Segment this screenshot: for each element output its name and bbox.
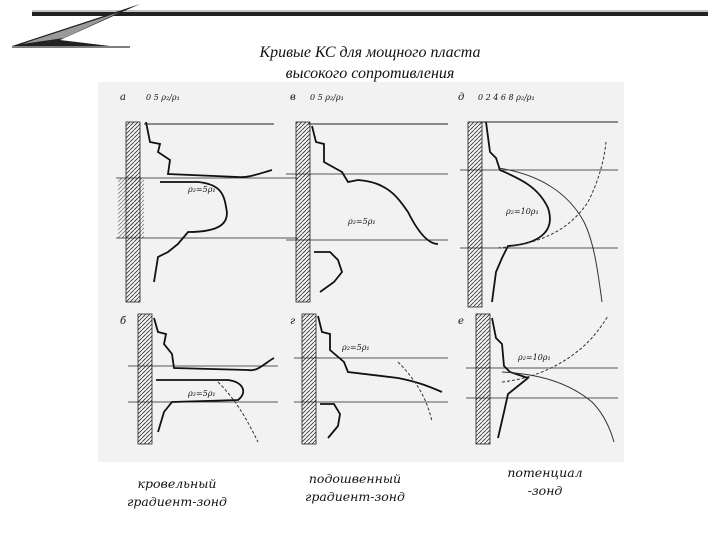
panel-b: б ρ₂=5ρ₁ bbox=[120, 313, 278, 445]
panel-v: в 0 5 ρ₂/ρ₁ ρ₂=5ρ₁ bbox=[286, 92, 448, 303]
panel-a: а 0 5 ρ₂/ρ₁ ρ₂=5ρ₁ bbox=[116, 92, 298, 303]
panel-letter: е bbox=[458, 316, 464, 327]
panel-letter: б bbox=[120, 316, 127, 327]
curves-drawing: а 0 5 ρ₂/ρ₁ ρ₂=5ρ₁ в 0 5 ρ₂/ρ₁ ρ₂=5ρ₁ д bbox=[116, 92, 618, 445]
caption-line: подошвенный bbox=[308, 471, 402, 486]
panel-letter: в bbox=[290, 92, 296, 103]
caption-line: -зонд bbox=[527, 483, 563, 498]
title-line-1: Кривые КС для мощного пласта bbox=[259, 44, 481, 61]
caption-line: градиент-зонд bbox=[127, 494, 227, 509]
panel-letter: а bbox=[120, 92, 126, 103]
panel-scale: 0 5 ρ₂/ρ₁ bbox=[310, 93, 344, 102]
slide-title: Кривые КС для мощного пласта высокого со… bbox=[170, 42, 570, 84]
panel-rho: ρ₂=5ρ₁ bbox=[347, 217, 376, 226]
caption-line: градиент-зонд bbox=[305, 489, 405, 504]
panel-letter: д bbox=[458, 92, 464, 103]
title-line-2: высокого сопротивления bbox=[285, 65, 455, 82]
panel-letter: г bbox=[290, 316, 295, 327]
caption-bottom-gradient: подошвенный градиент-зонд bbox=[290, 470, 420, 506]
panel-rho: ρ₂=10ρ₁ bbox=[505, 207, 539, 216]
swoosh-logo bbox=[12, 4, 708, 48]
panel-rho: ρ₂=10ρ₁ bbox=[517, 353, 551, 362]
caption-potential-probe: потенциал -зонд bbox=[480, 464, 610, 500]
panel-e: е ρ₂=10ρ₁ bbox=[458, 313, 618, 445]
caption-line: кровельный bbox=[137, 476, 217, 491]
panel-rho: ρ₂=5ρ₁ bbox=[341, 343, 370, 352]
panel-rho: ρ₂=5ρ₁ bbox=[187, 389, 216, 398]
panel-d: д 0 2 4 6 8 ρ₂/ρ₁ ρ₂=10ρ₁ bbox=[458, 92, 618, 308]
panel-g: г ρ₂=5ρ₁ bbox=[290, 313, 448, 445]
panel-scale: 0 2 4 6 8 ρ₂/ρ₁ bbox=[478, 93, 535, 102]
panel-rho: ρ₂=5ρ₁ bbox=[187, 185, 216, 194]
caption-line: потенциал bbox=[507, 465, 583, 480]
caption-roof-gradient: кровельный градиент-зонд bbox=[112, 475, 242, 511]
panel-scale: 0 5 ρ₂/ρ₁ bbox=[146, 93, 180, 102]
resistivity-curves-figure: а 0 5 ρ₂/ρ₁ ρ₂=5ρ₁ в 0 5 ρ₂/ρ₁ ρ₂=5ρ₁ д bbox=[98, 82, 624, 462]
